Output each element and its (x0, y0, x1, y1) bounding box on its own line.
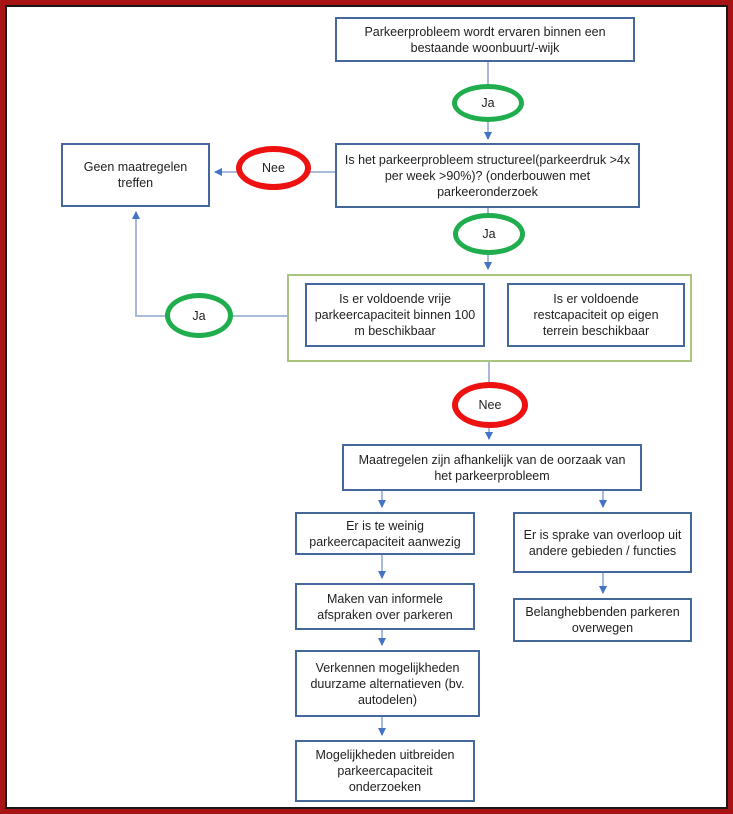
node-restcapaciteit: Is er voldoende restcapaciteit op eigen … (507, 283, 685, 347)
node-start: Parkeerprobleem wordt ervaren binnen een… (335, 17, 635, 62)
decision-nee-1: Nee (236, 146, 311, 190)
node-uitbreiden-capaciteit: Mogelijkheden uitbreiden parkeercapacite… (295, 740, 475, 802)
node-informele-afspraken: Maken van informele afspraken over parke… (295, 583, 475, 630)
node-maatregelen-oorzaak: Maatregelen zijn afhankelijk van de oorz… (342, 444, 642, 491)
node-vrije-capaciteit: Is er voldoende vrije parkeercapaciteit … (305, 283, 485, 347)
connector-group-to-geen (132, 211, 287, 317)
node-te-weinig: Er is te weinig parkeercapaciteit aanwez… (295, 512, 475, 555)
decision-ja-1: Ja (452, 84, 524, 122)
decision-nee-2: Nee (452, 382, 528, 428)
node-duurzame-alternatieven: Verkennen mogelijkheden duurzame alterna… (295, 650, 480, 717)
node-geen-maatregelen: Geen maatregelen treffen (61, 143, 210, 207)
node-belanghebbenden: Belanghebbenden parkeren overwegen (513, 598, 692, 642)
decision-ja-2: Ja (453, 213, 525, 255)
node-structureel: Is het parkeerprobleem structureel(parke… (335, 143, 640, 208)
decision-ja-3: Ja (165, 293, 233, 338)
node-overloop: Er is sprake van overloop uit andere geb… (513, 512, 692, 573)
